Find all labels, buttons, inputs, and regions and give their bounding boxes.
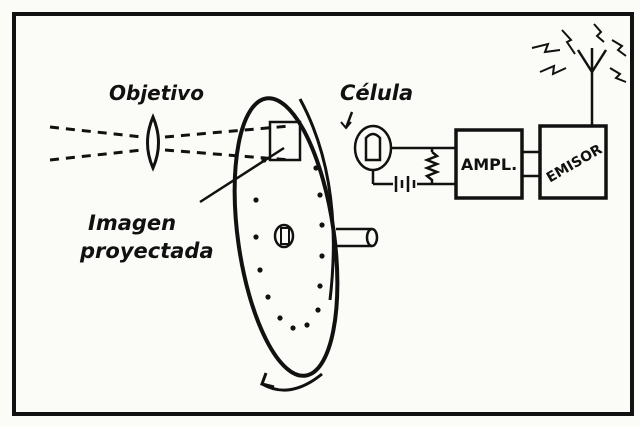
emisor-box [538,124,608,200]
circuit-wiring [371,146,456,186]
projected-image-frame [268,120,302,162]
objetivo-label: Objetivo [109,81,204,105]
disk-holes [253,157,325,331]
radio-waves [531,23,627,83]
lens [146,113,160,172]
light-rays [49,124,291,162]
diagram-frame [12,12,634,416]
imagen-pointer [199,146,285,204]
rotation-arrow [260,372,323,392]
battery [394,176,416,192]
photocell [353,124,393,172]
motor-axle [336,227,379,248]
amplifier-box [454,128,524,200]
imagen-label-line1: Imagen [88,211,176,235]
celula-label: Célula [340,81,413,105]
disk-edge [298,98,335,301]
ampl-label: AMPL. [461,155,517,174]
antenna [576,48,608,126]
disk-hub [273,223,295,249]
imagen-label-line2: proyectada [79,239,214,263]
